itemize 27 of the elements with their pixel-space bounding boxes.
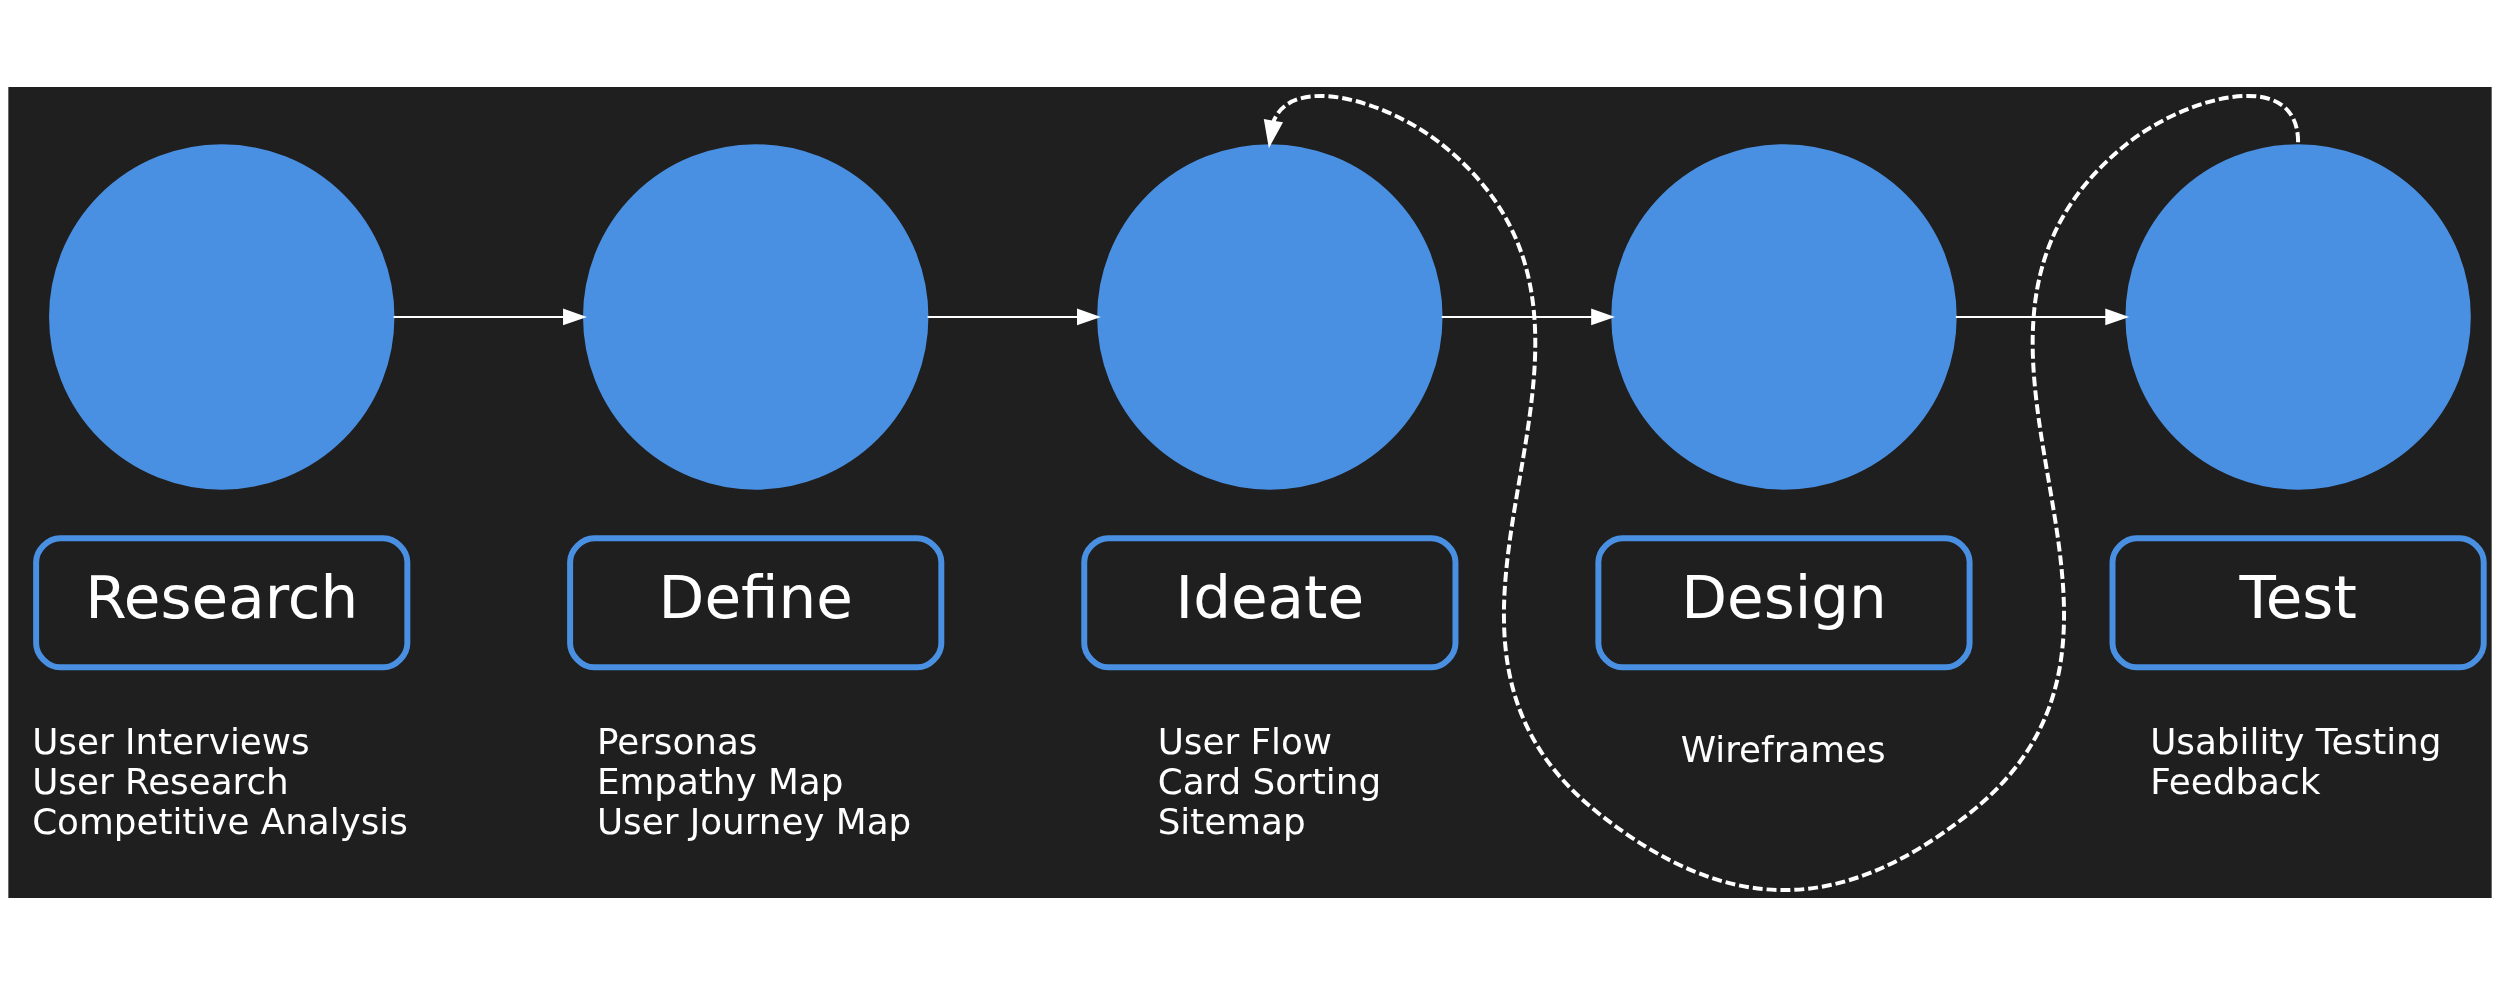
arrow [1954, 308, 2130, 326]
node-label: User Flow [1157, 721, 1333, 763]
node-label: Usability Testing [2150, 721, 2442, 763]
node-box: Research [33, 535, 411, 671]
node-label: Sitemap [1157, 800, 1306, 842]
node-label: Personas [596, 721, 758, 763]
node-label: Competitive Analysis [32, 800, 408, 842]
node-circle [1611, 144, 1957, 490]
node-circle [583, 144, 929, 490]
node-label: Empathy Map [596, 761, 844, 803]
node-box: Ideate [1081, 535, 1459, 671]
arrow [1440, 308, 1615, 326]
node-circle [49, 144, 395, 490]
node-label: Wireframes [1680, 729, 1886, 771]
node-box: Define [567, 535, 945, 671]
node-box: Test [2109, 535, 2487, 671]
node-box: Design [1595, 535, 1973, 671]
arrow [392, 308, 587, 326]
arrow [926, 308, 1101, 326]
node-label: User Interviews [32, 721, 310, 763]
node-circle [1097, 144, 1443, 490]
node-circle [2125, 144, 2471, 490]
node-label: Card Sorting [1157, 761, 1382, 803]
node-label: Feedback [2150, 761, 2321, 803]
node-label: User Research [32, 761, 289, 803]
node-label: User Journey Map [596, 800, 912, 842]
arrow [1263, 94, 2301, 892]
